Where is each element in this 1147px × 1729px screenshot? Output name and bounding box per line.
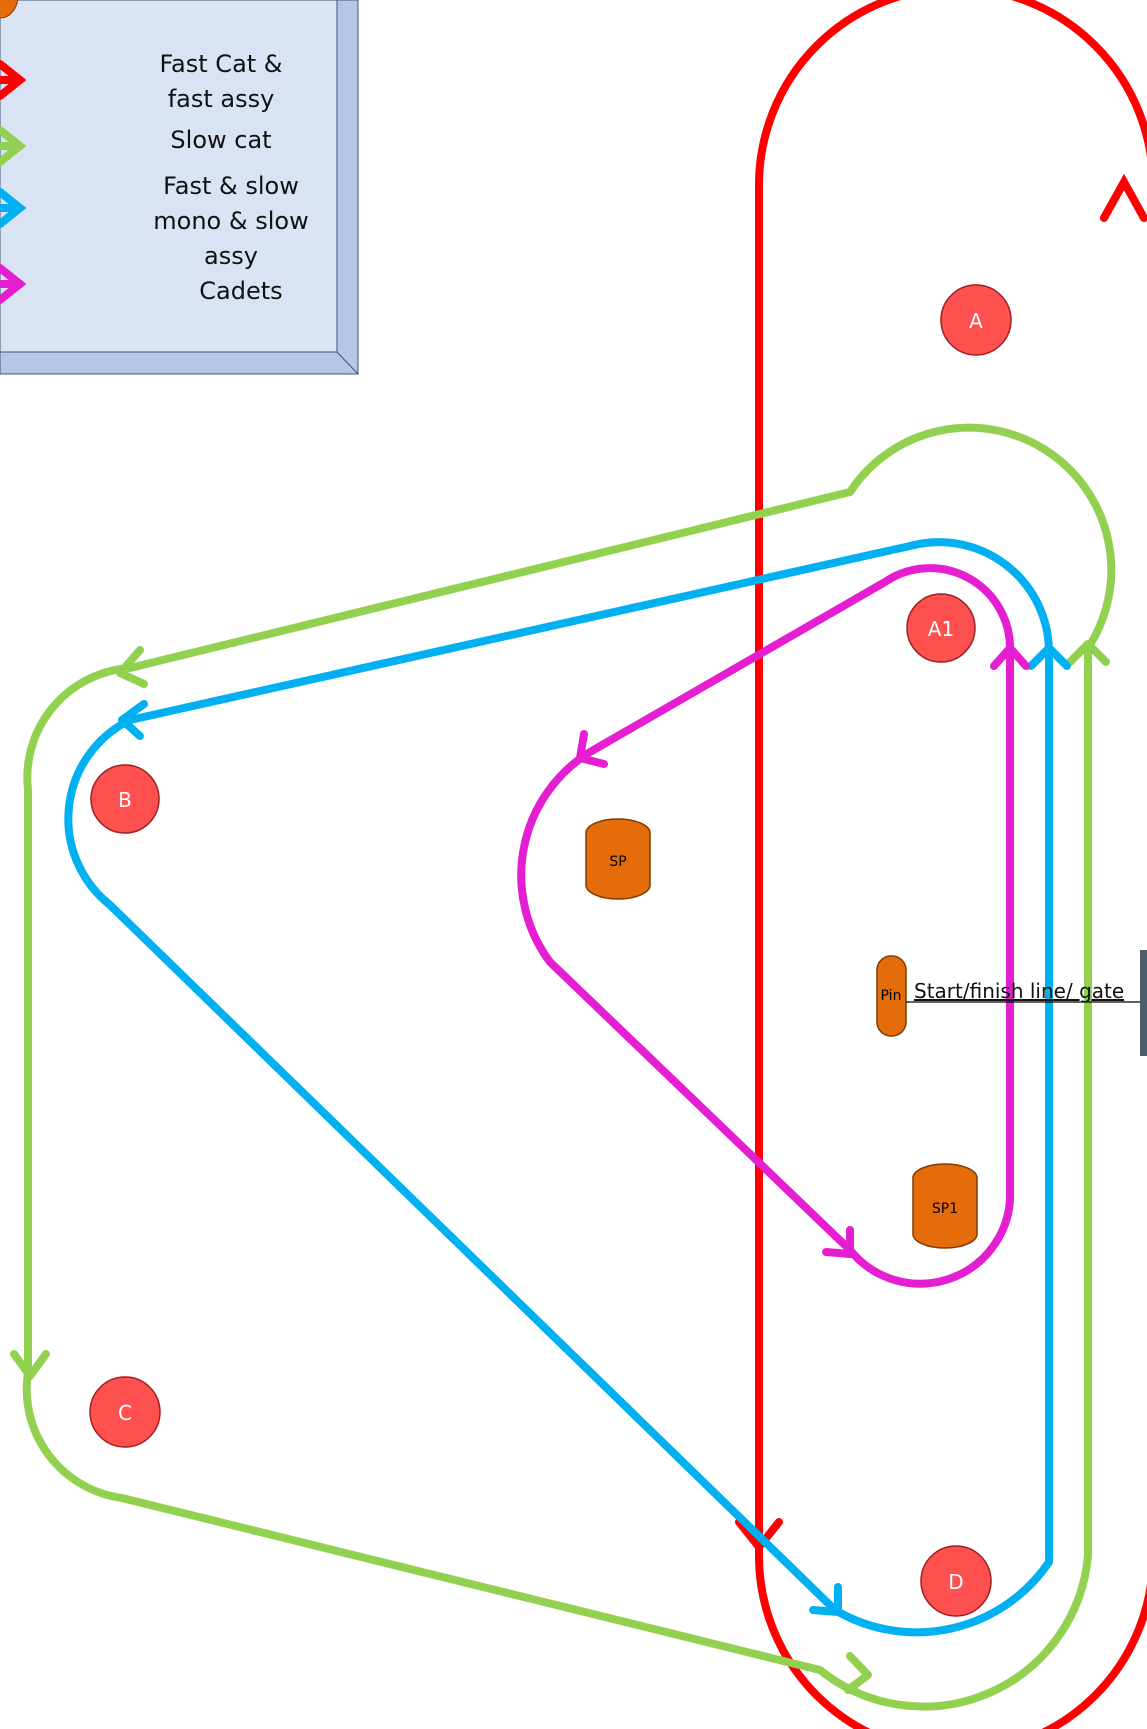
legend-label-mono-1: Fast & slow — [163, 172, 299, 200]
mark-label-C: C — [118, 1401, 132, 1425]
arrowhead-cadets-3 — [822, 1226, 854, 1258]
arrowhead-cadets-1 — [990, 644, 1030, 670]
legend-arrow-red-icon — [0, 60, 27, 100]
buoy-label-Pin: Pin — [881, 988, 902, 1004]
arrowhead-slow-cat-1 — [1066, 640, 1110, 666]
mark-label-B: B — [118, 788, 132, 812]
buoy-Pin: Pin — [876, 955, 907, 1037]
buoy-SP1: SP1 — [912, 1163, 978, 1249]
legend-label-fast-cat-2: fast assy — [168, 85, 275, 113]
buoy-SP: SP — [585, 818, 651, 900]
legend-label-slow-cat: Slow cat — [170, 126, 271, 154]
mark-A1: A1 — [906, 593, 976, 663]
legend-arrow-green-icon — [0, 126, 27, 166]
legend-label-mono-2: mono & slow — [153, 207, 308, 235]
arrowhead-cadets-2 — [576, 730, 608, 768]
arrowhead-fast-cat-down — [735, 1518, 783, 1554]
mark-label-D: D — [948, 1570, 963, 1594]
legend-buoy-icon — [0, 0, 19, 19]
course-fast-cat — [735, 0, 1147, 1729]
course-slow-cat — [10, 423, 1116, 1711]
mark-C: C — [89, 1376, 161, 1448]
arrowhead-slow-cat-3 — [10, 1350, 50, 1380]
legend-label-mono-3: assy — [204, 242, 258, 270]
buoy-label-SP: SP — [609, 854, 626, 870]
mark-label-A1: A1 — [928, 617, 954, 641]
arrowhead-slow-cat-2 — [116, 646, 148, 688]
legend-bevel-edge — [336, 351, 359, 375]
arrowhead-mono-1 — [1027, 644, 1071, 670]
arrowhead-fast-cat-up — [1100, 173, 1147, 222]
buoy-label-SP1: SP1 — [932, 1201, 958, 1217]
mark-B: B — [90, 764, 160, 834]
committee-boat-image — [1140, 950, 1147, 1056]
mark-label-A: A — [969, 309, 983, 333]
start-finish-line: Start/finish line/ gate — [906, 950, 1147, 1056]
legend-face — [0, 0, 338, 353]
arrowhead-mono-2 — [118, 700, 148, 740]
legend-arrow-magenta-icon — [0, 264, 27, 304]
course-mono — [64, 538, 1071, 1637]
legend-panel: Fast Cat & fast assy Slow cat Fast & slo… — [0, 0, 359, 375]
arrowhead-slow-cat-4 — [844, 1652, 872, 1694]
course-cadets — [517, 564, 1030, 1288]
mark-D: D — [920, 1545, 992, 1617]
start-line-label: Start/finish line/ gate — [914, 979, 1124, 1003]
mark-A: A — [940, 284, 1012, 356]
arrowhead-mono-3 — [809, 1583, 842, 1616]
legend-label-cadets: Cadets — [199, 277, 282, 305]
legend-arrow-blue-icon — [0, 188, 27, 228]
legend-label-fast-cat-1: Fast Cat & — [159, 50, 282, 78]
